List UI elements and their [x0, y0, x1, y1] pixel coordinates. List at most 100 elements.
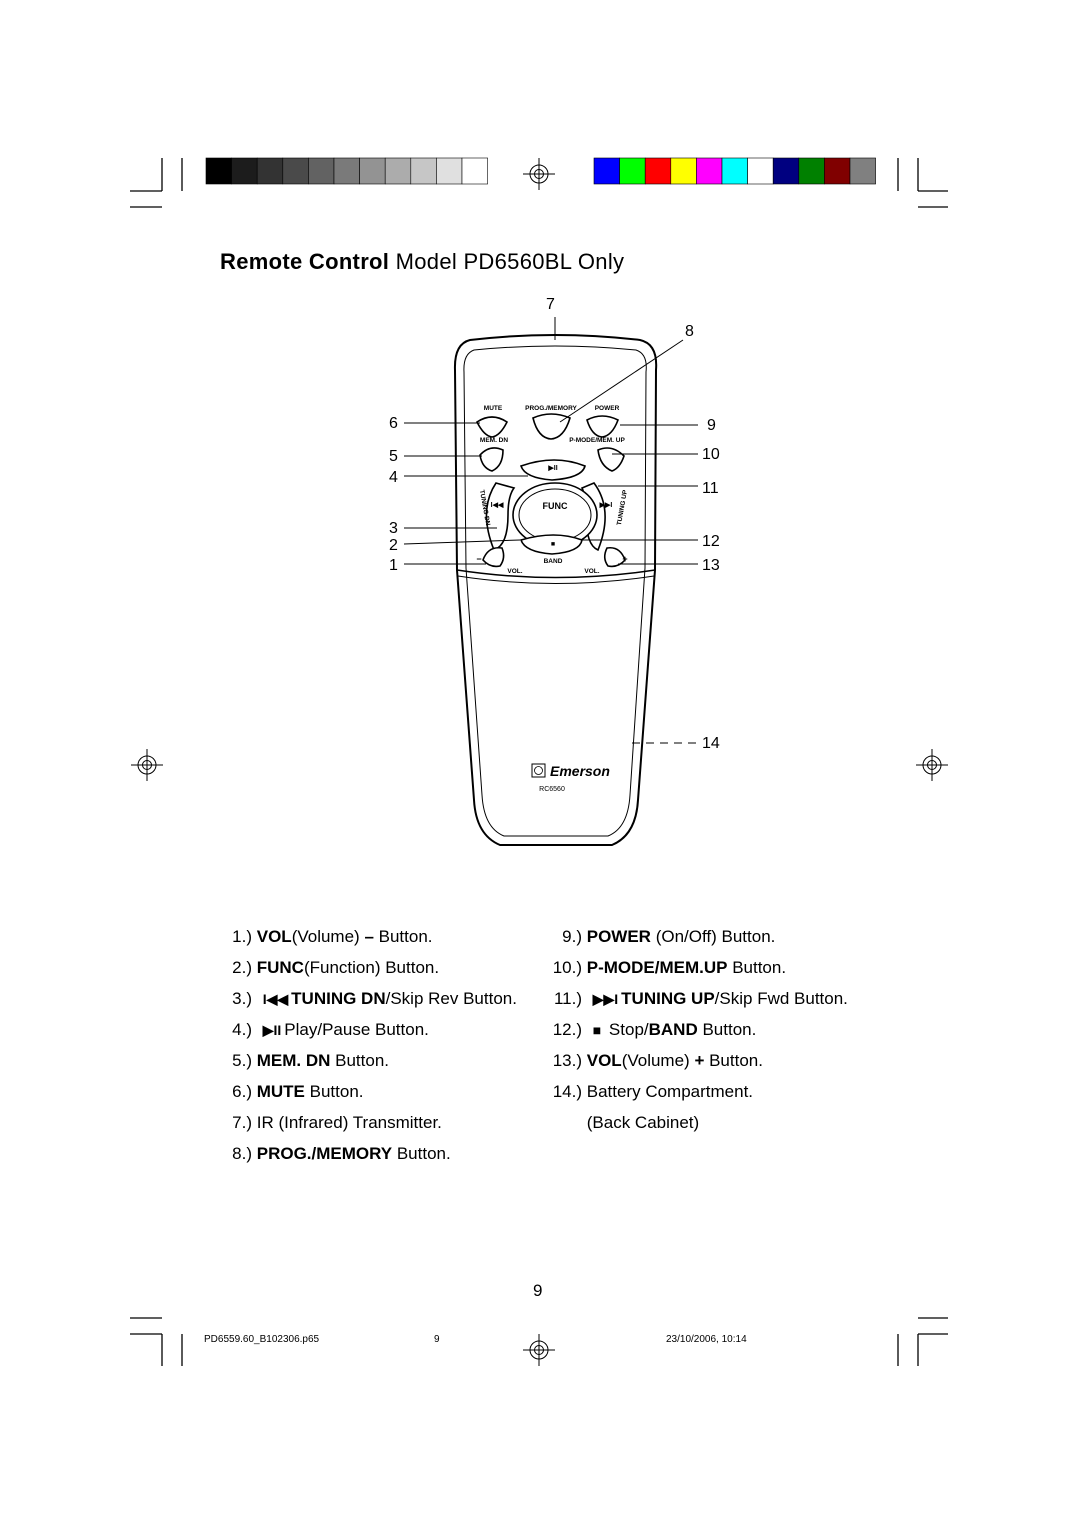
- legend-bold: TUNING UP: [621, 989, 715, 1008]
- color-swatch: [619, 157, 646, 185]
- legend-bold: VOL: [256, 927, 292, 946]
- callout-1: 1: [389, 557, 398, 574]
- callout-7: 7: [546, 296, 555, 313]
- legend-bold: FUNC: [256, 958, 304, 977]
- legend-bold: PROG./MEMORY: [256, 1144, 393, 1163]
- title-model: Model PD6560BL Only: [395, 249, 625, 274]
- color-swatch: [644, 157, 672, 185]
- plus-glyph: +: [622, 554, 627, 564]
- color-swatch: [410, 157, 437, 185]
- footer-filename: PD6559.60_B102306.p65: [204, 1334, 320, 1345]
- registration-marks: [131, 158, 948, 1366]
- legend-text-2: Button.: [373, 927, 433, 946]
- play-pause-button: [519, 459, 586, 481]
- mem-dn-button: [479, 447, 504, 472]
- legend-text: (Back Cabinet): [586, 1113, 700, 1132]
- color-swatch: [772, 157, 800, 185]
- footer-page: 9: [434, 1334, 440, 1345]
- model-code: RC6560: [539, 786, 565, 793]
- color-swatch: [824, 157, 851, 185]
- mute-label: MUTE: [484, 405, 503, 412]
- footer-date: 23/10/2006, 10:14: [666, 1334, 747, 1345]
- crop-marks: [130, 158, 948, 1366]
- legend-text-2: Button.: [704, 1051, 763, 1070]
- legend-number: 9.): [562, 927, 582, 946]
- legend-number: 14.): [552, 1082, 582, 1101]
- legend-text: Button.: [727, 958, 787, 977]
- legend-text: (Volume): [621, 1051, 695, 1070]
- color-swatch: [231, 157, 258, 185]
- power-label: POWER: [595, 405, 620, 412]
- legend-glyph-icon: I◀◀: [262, 991, 289, 1007]
- legend-number: 11.): [553, 989, 582, 1008]
- legend-glyph-icon: ▶▶I: [592, 991, 619, 1007]
- legend-bold: MEM. DN: [256, 1051, 331, 1070]
- legend-text: (Function) Button.: [303, 958, 440, 977]
- legend-item: 9.) POWER (On/Off) Button.: [540, 921, 848, 952]
- mem-dn-label: MEM. DN: [480, 437, 508, 444]
- play-pause-glyph: ▶II: [547, 465, 557, 472]
- legend-number: 13.): [552, 1051, 582, 1070]
- color-swatch: [670, 157, 697, 185]
- vol-minus-button: [482, 546, 505, 568]
- legend-text: (On/Off) Button.: [650, 927, 776, 946]
- func-label: FUNC: [543, 501, 568, 511]
- legend-bold: P-MODE/MEM.UP: [586, 958, 728, 977]
- legend-item: 14.) Battery Compartment.: [540, 1076, 848, 1107]
- legend-bold-2: –: [364, 927, 374, 946]
- legend-text: IR (Infrared) Transmitter.: [256, 1113, 442, 1132]
- leader-lines: [403, 317, 698, 744]
- legend-right: 9.) POWER (On/Off) Button.10.) P-MODE/ME…: [540, 921, 848, 1138]
- callout-3: 3: [389, 520, 398, 537]
- color-swatch: [798, 157, 825, 185]
- legend-item: 10.) P-MODE/MEM.UP Button.: [540, 952, 848, 983]
- stop-glyph: ■: [551, 541, 555, 548]
- legend-item: 6.) MUTE Button.: [200, 1076, 517, 1107]
- callout-9: 9: [707, 417, 716, 434]
- brand-logo: Emerson: [531, 763, 610, 779]
- callout-10: 10: [702, 446, 720, 463]
- legend-bold: VOL: [586, 1051, 622, 1070]
- legend-bold: TUNING DN: [291, 989, 386, 1008]
- legend-text: Button.: [392, 1144, 451, 1163]
- registration-target-icon: [131, 749, 163, 781]
- legend-glyph-icon: ■: [592, 1022, 602, 1038]
- page-title: Remote Control Model PD6560BL Only: [220, 249, 624, 275]
- legend-number: 6.): [232, 1082, 252, 1101]
- legend-item: 3.) I◀◀TUNING DN/Skip Rev Button.: [200, 983, 517, 1014]
- legend-item: 5.) MEM. DN Button.: [200, 1045, 517, 1076]
- legend-text: /Skip Fwd Button.: [714, 989, 848, 1008]
- legend-text: Stop/: [604, 1020, 649, 1039]
- gray-color-bar: [205, 157, 488, 185]
- legend-number: 4.): [232, 1020, 252, 1039]
- legend-item: 7.) IR (Infrared) Transmitter.: [200, 1107, 517, 1138]
- skip-rev-glyph: I◀◀: [491, 502, 504, 509]
- process-color-bar: [593, 157, 876, 185]
- legend-number: 8.): [232, 1144, 252, 1163]
- legend-number: 3.): [232, 989, 252, 1008]
- registration-target-icon: [523, 1334, 555, 1366]
- vol-right-label: VOL.: [584, 568, 599, 575]
- brand-name: Emerson: [550, 763, 610, 779]
- vol-left-label: VOL.: [507, 568, 522, 575]
- legend-bold-2: +: [694, 1051, 705, 1070]
- legend-text: Button.: [330, 1051, 390, 1070]
- band-label: BAND: [544, 558, 563, 565]
- legend-text: Button.: [304, 1082, 364, 1101]
- legend-text: /Skip Rev Button.: [385, 989, 517, 1008]
- battery-cover-seam: [456, 569, 656, 579]
- page-number: 9: [533, 1281, 543, 1300]
- legend-text: Battery Compartment.: [586, 1082, 754, 1101]
- prog-memory-label: PROG./MEMORY: [525, 405, 577, 412]
- color-swatch: [436, 157, 463, 185]
- legend-number: 2.): [232, 958, 252, 977]
- legend-item: (Back Cabinet): [540, 1107, 848, 1138]
- title-bold: Remote Control: [220, 249, 390, 274]
- legend-number: 7.): [232, 1113, 252, 1132]
- pmode-memup-label: P-MODE/MEM. UP: [569, 437, 625, 444]
- minus-glyph: −: [476, 554, 481, 564]
- stop-band-button: [519, 534, 583, 555]
- legend-number: 10.): [552, 958, 582, 977]
